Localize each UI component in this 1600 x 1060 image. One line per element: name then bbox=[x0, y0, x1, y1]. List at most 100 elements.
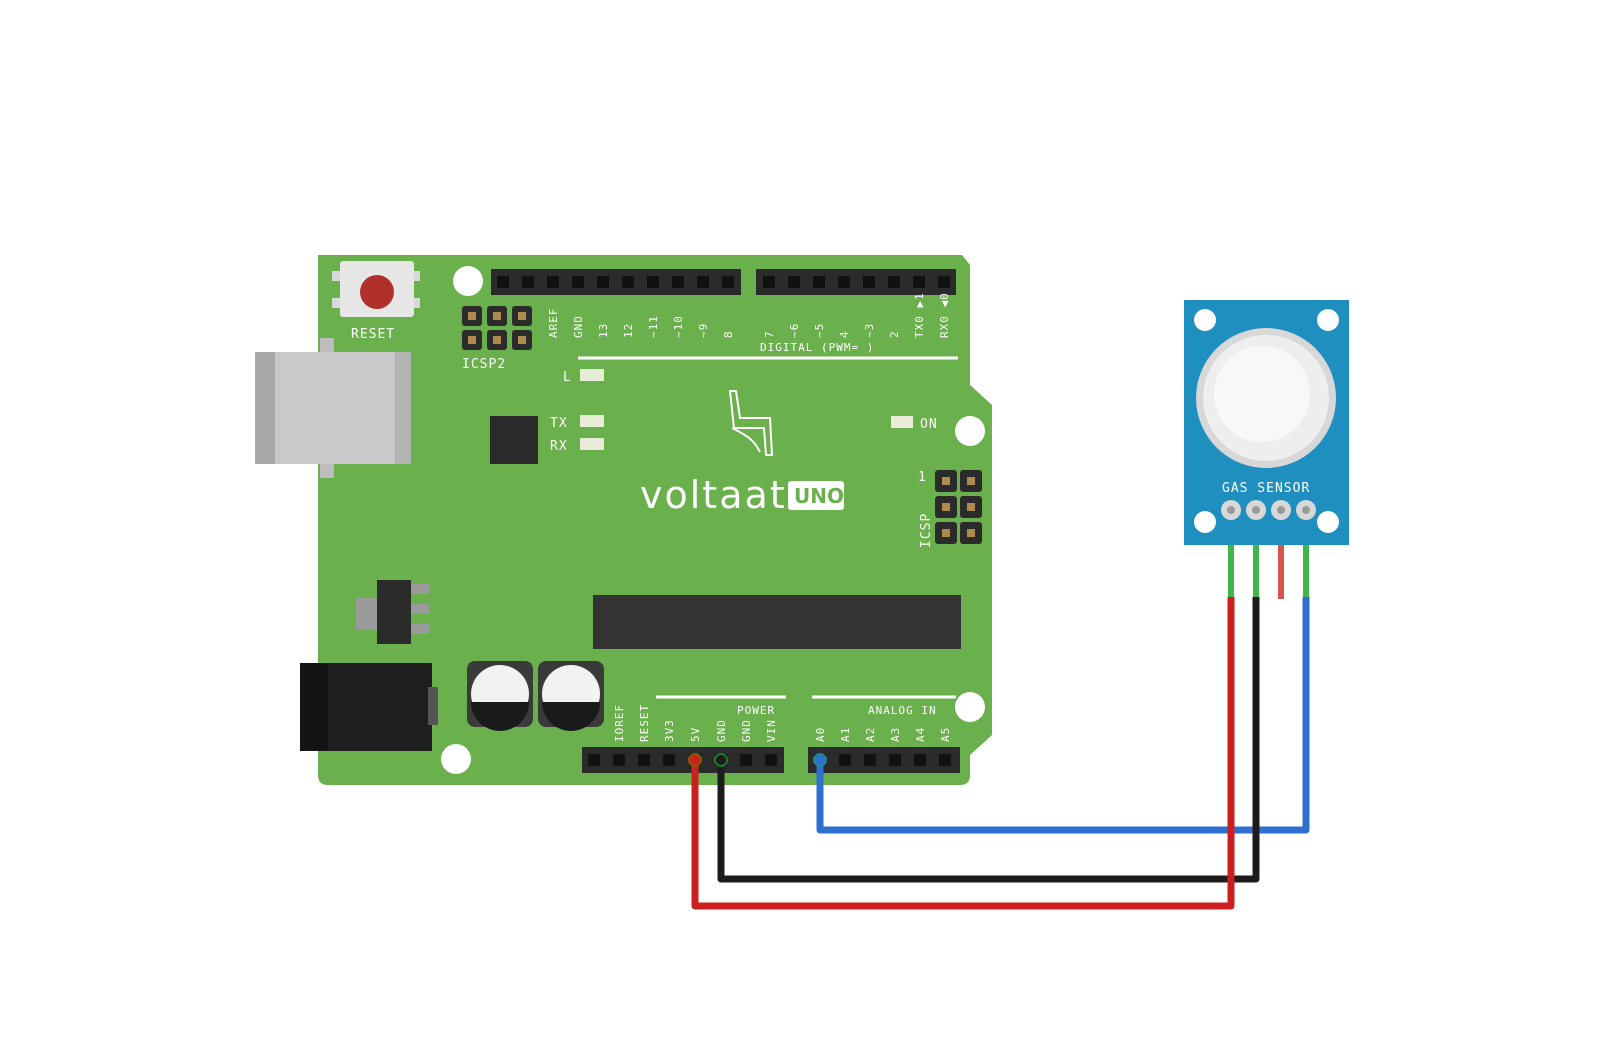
digital-pin[interactable] bbox=[647, 276, 659, 288]
power-header bbox=[582, 747, 784, 773]
voltaat-logo-icon bbox=[728, 390, 774, 456]
analog-pin[interactable] bbox=[889, 754, 901, 766]
reset-button[interactable] bbox=[332, 261, 420, 317]
digital-header-right bbox=[756, 269, 956, 295]
digital-pin[interactable] bbox=[838, 276, 850, 288]
usb-chip bbox=[490, 416, 538, 464]
analog-label: ANALOG IN bbox=[868, 704, 937, 717]
icsp2-pin[interactable] bbox=[468, 312, 476, 320]
digital-pin[interactable] bbox=[672, 276, 684, 288]
digital-pin[interactable] bbox=[597, 276, 609, 288]
digital-pin[interactable] bbox=[522, 276, 534, 288]
digital-pin[interactable] bbox=[622, 276, 634, 288]
mounting-hole bbox=[453, 266, 483, 296]
icsp-pin[interactable] bbox=[942, 477, 950, 485]
sensor-pin-row bbox=[1221, 500, 1316, 520]
digital-pin[interactable] bbox=[863, 276, 875, 288]
digital-pin-label: ~9 bbox=[697, 323, 710, 338]
wire-a0-signal bbox=[816, 597, 1310, 834]
led-rx-label: RX bbox=[550, 439, 568, 454]
icsp2-pin[interactable] bbox=[518, 336, 526, 344]
icsp2-pin[interactable] bbox=[493, 312, 501, 320]
power-jack bbox=[300, 663, 438, 751]
icsp-pin[interactable] bbox=[967, 477, 975, 485]
digital-pin-label: ~11 bbox=[647, 315, 660, 338]
digital-pin[interactable] bbox=[697, 276, 709, 288]
digital-pin-label: RX0 ◀0 bbox=[938, 292, 951, 338]
digital-pin[interactable] bbox=[938, 276, 950, 288]
digital-pin-row bbox=[497, 276, 950, 288]
power-pin-label: VIN bbox=[765, 719, 778, 742]
wire-5v bbox=[691, 597, 1235, 910]
digital-pin[interactable] bbox=[888, 276, 900, 288]
led-on-label: ON bbox=[920, 417, 938, 432]
connection-dot bbox=[688, 753, 702, 767]
digital-pin-label: TX0 ▶1 bbox=[913, 292, 926, 338]
icsp-header bbox=[935, 470, 982, 544]
gas-sensor-module: GAS SENSOR bbox=[1184, 300, 1349, 545]
icsp2-pin[interactable] bbox=[493, 336, 501, 344]
board-pcb bbox=[318, 255, 992, 785]
mounting-hole bbox=[955, 416, 985, 446]
sensor-mount-hole bbox=[1194, 511, 1216, 533]
power-pin[interactable] bbox=[613, 754, 625, 766]
icsp2-pin[interactable] bbox=[518, 312, 526, 320]
icsp-pin[interactable] bbox=[967, 529, 975, 537]
analog-pin[interactable] bbox=[939, 754, 951, 766]
digital-pin-label: ~3 bbox=[863, 323, 876, 338]
power-pin-label: 3V3 bbox=[663, 719, 676, 742]
capacitor bbox=[467, 661, 533, 731]
sensor-pin-hole bbox=[1302, 506, 1310, 514]
sensor-pin-hole bbox=[1227, 506, 1235, 514]
sensor-pin-hole bbox=[1252, 506, 1260, 514]
digital-pin[interactable] bbox=[547, 276, 559, 288]
digital-pin[interactable] bbox=[572, 276, 584, 288]
analog-pin-label: A1 bbox=[839, 727, 852, 742]
power-pin-label: 5V bbox=[689, 727, 702, 742]
mounting-hole bbox=[441, 744, 471, 774]
sensor-mount-hole bbox=[1317, 511, 1339, 533]
digital-pin-label: 8 bbox=[722, 330, 735, 338]
led-on bbox=[891, 416, 913, 428]
power-pin-label: GND bbox=[740, 719, 753, 742]
usb-connector bbox=[255, 338, 411, 478]
power-pin[interactable] bbox=[740, 754, 752, 766]
digital-pin[interactable] bbox=[913, 276, 925, 288]
brand-badge-bg bbox=[788, 481, 844, 510]
icsp-pin[interactable] bbox=[967, 503, 975, 511]
capacitor bbox=[538, 661, 604, 731]
digital-pin-label: ~6 bbox=[788, 323, 801, 338]
digital-pin-label: 4 bbox=[838, 330, 851, 338]
reset-label: RESET bbox=[351, 327, 395, 342]
power-pin[interactable] bbox=[765, 754, 777, 766]
analog-pin-label: A3 bbox=[889, 727, 902, 742]
digital-pin-label: 2 bbox=[888, 330, 901, 338]
digital-pin-label: ~10 bbox=[672, 315, 685, 338]
gas-sensor-label: GAS SENSOR bbox=[1222, 481, 1310, 496]
digital-pin[interactable] bbox=[788, 276, 800, 288]
digital-pin[interactable] bbox=[722, 276, 734, 288]
analog-pin-label: A5 bbox=[939, 727, 952, 742]
microcontroller-chip bbox=[593, 595, 961, 649]
power-pin[interactable] bbox=[588, 754, 600, 766]
analog-pin[interactable] bbox=[914, 754, 926, 766]
voltage-regulator bbox=[356, 580, 429, 644]
icsp-pin[interactable] bbox=[942, 503, 950, 511]
power-pin[interactable] bbox=[663, 754, 675, 766]
icsp2-pin[interactable] bbox=[468, 336, 476, 344]
sensor-lead-4 bbox=[1303, 545, 1309, 597]
wires bbox=[688, 545, 1310, 910]
power-pin[interactable] bbox=[638, 754, 650, 766]
icsp-pin[interactable] bbox=[942, 529, 950, 537]
digital-pin-label: 13 bbox=[597, 323, 610, 338]
digital-pin[interactable] bbox=[497, 276, 509, 288]
analog-pin[interactable] bbox=[839, 754, 851, 766]
analog-pin[interactable] bbox=[864, 754, 876, 766]
digital-pin[interactable] bbox=[813, 276, 825, 288]
analog-pin-label: A4 bbox=[914, 727, 927, 742]
digital-pin[interactable] bbox=[763, 276, 775, 288]
